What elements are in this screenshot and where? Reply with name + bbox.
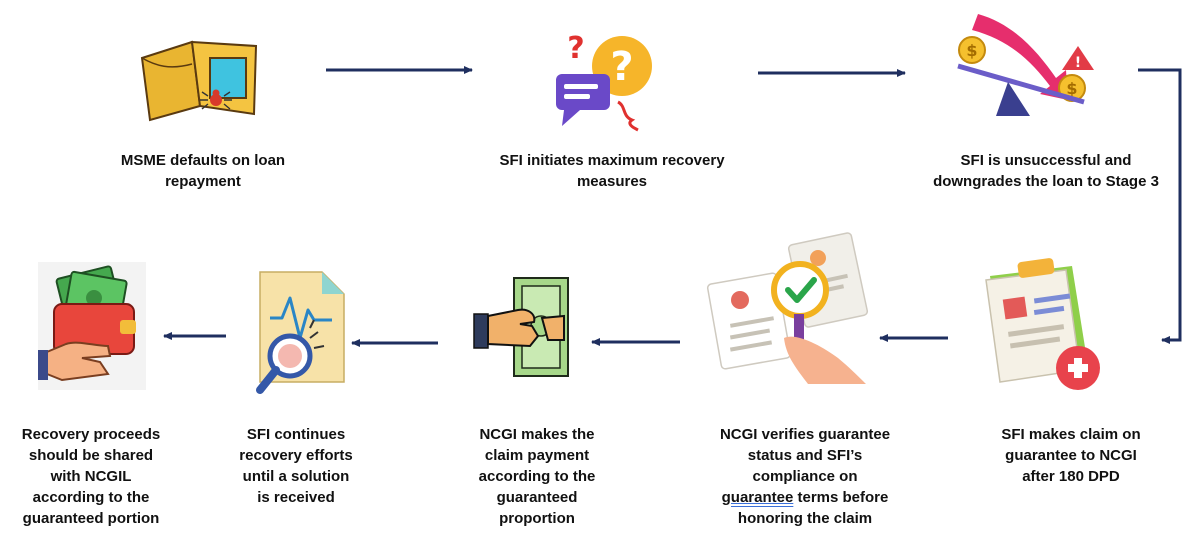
arrow-step3-to-step4: [1138, 68, 1182, 344]
step-5-label-part1: NCGI verifies guarantee status and SFI’s…: [719, 426, 891, 485]
step-5-underlined-word: guarantee: [721, 489, 794, 506]
svg-text:?: ?: [567, 31, 584, 66]
svg-text:$: $: [1066, 79, 1077, 98]
step-7-label: SFI continues recovery efforts until a s…: [239, 426, 353, 506]
report-magnifier-icon: [256, 271, 345, 394]
downward-trend-seesaw-icon: $ $ !: [957, 14, 1094, 116]
step-1-label: MSME defaults on loan repayment: [120, 152, 286, 190]
document-verification-icon: [706, 232, 869, 384]
question-speech-bubbles-icon: ? ?: [556, 31, 652, 132]
step-4-label: SFI makes claim on guarantee to NCGI aft…: [1001, 426, 1141, 485]
svg-text:$: $: [966, 41, 977, 60]
svg-text:?: ?: [610, 44, 633, 90]
svg-text:!: !: [1075, 55, 1081, 71]
step-6-label: NCGI makes the claim payment according t…: [478, 426, 596, 527]
step-3-label: SFI is unsuccessful and downgrades the l…: [933, 152, 1159, 190]
clipboard-claim-icon: [985, 258, 1100, 390]
step-5-label: NCGI verifies guarantee status and SFI’s…: [690, 424, 920, 529]
step-8-label: Recovery proceeds should be shared with …: [21, 426, 161, 527]
empty-wallet-icon: [140, 40, 258, 122]
cash-payment-hand-icon: [473, 277, 569, 377]
wallet-with-cash-hand-icon: [38, 262, 146, 390]
step-2-label: SFI initiates maximum recovery measures: [499, 152, 725, 190]
step-5-label-part2: terms before honoring the claim: [737, 489, 889, 527]
